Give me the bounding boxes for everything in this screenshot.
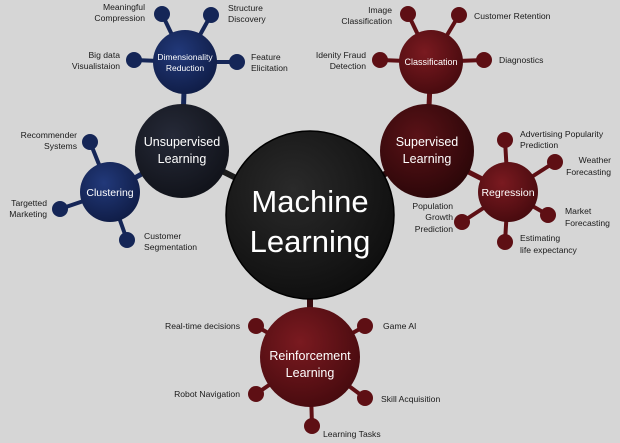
leaf-label: Discovery (228, 14, 266, 24)
leaf-label: Advertising Popularity (520, 129, 604, 139)
leaf-label: Meaningful (103, 2, 145, 12)
leaf-label: Big data (88, 50, 120, 60)
leaf-dot (540, 207, 556, 223)
hub-reinforcement-learning: Reinforcement Learning (260, 307, 360, 407)
leaf-dot (400, 6, 416, 22)
supervised-line1: Supervised (396, 135, 459, 149)
leaf-label: Market (565, 206, 592, 216)
leaf-label: Estimating (520, 233, 560, 243)
leaf-label: Forecasting (566, 167, 611, 177)
reinforcement-line1: Reinforcement (269, 349, 351, 363)
node-regression: Regression (478, 162, 538, 222)
leaf-label: Elicitation (251, 63, 288, 73)
leaf-dot (203, 7, 219, 23)
leaf-label: Growth (425, 212, 453, 222)
leaf-dot (357, 318, 373, 334)
leaf-dot (497, 234, 513, 250)
hub-machine-learning: Machine Learning (225, 130, 395, 300)
leaf-label: Real-time decisions (165, 321, 240, 331)
leaf-dot (229, 54, 245, 70)
leaf-label: Systems (44, 141, 77, 151)
leaf-dot (454, 214, 470, 230)
leaf-dot (248, 386, 264, 402)
leaf-dot (248, 318, 264, 334)
clustering-label: Clustering (86, 187, 133, 199)
regression-leaf-labels: Advertising Popularity Prediction Weathe… (412, 129, 611, 255)
node-clustering: Clustering (80, 162, 140, 222)
node-classification: Classification (399, 30, 463, 94)
reinforcement-leaves (248, 318, 373, 434)
classification-label: Classification (404, 57, 457, 67)
reinforcement-leaf-labels: Real-time decisions Game AI Robot Naviga… (165, 321, 440, 439)
leaf-label: Marketing (9, 209, 47, 219)
hub-unsupervised-learning: Unsupervised Learning (135, 104, 229, 198)
clustering-leaves (52, 134, 135, 248)
leaf-label: Compression (94, 13, 145, 23)
leaf-label: life expectancy (520, 245, 578, 255)
classification-leaves (372, 6, 492, 68)
leaf-label: Population (412, 201, 453, 211)
leaf-label: Weather (579, 155, 611, 165)
leaf-label: Forecasting (565, 218, 610, 228)
leaf-label: Segmentation (144, 242, 197, 252)
leaf-dot (154, 6, 170, 22)
leaf-label: Skill Acquisition (381, 394, 440, 404)
leaf-dot (357, 390, 373, 406)
leaf-label: Robot Navigation (174, 389, 240, 399)
leaf-dot (126, 52, 142, 68)
leaf-dot (52, 201, 68, 217)
dimensionality-leaves (126, 6, 245, 70)
regression-leaves (454, 132, 563, 250)
leaf-dot (119, 232, 135, 248)
leaf-label: Prediction (415, 224, 453, 234)
dimensionality-leaf-labels: Meaningful Compression Structure Discove… (72, 2, 288, 73)
leaf-dot (476, 52, 492, 68)
supervised-line2: Learning (403, 152, 452, 166)
dimensionality-line2: Reduction (166, 63, 205, 73)
unsupervised-line1: Unsupervised (144, 135, 220, 149)
leaf-label: Diagnostics (499, 55, 543, 65)
leaf-dot (372, 52, 388, 68)
leaf-dot (547, 154, 563, 170)
clustering-leaf-labels: Recommender Systems Targetted Marketing … (9, 130, 197, 252)
node-dimensionality-reduction: Dimensionality Reduction (153, 30, 217, 94)
leaf-label: Customer Retention (474, 11, 551, 21)
leaf-label: Learning Tasks (323, 429, 381, 439)
regression-label: Regression (481, 187, 534, 199)
reinforcement-line2: Learning (286, 366, 335, 380)
leaf-label: Customer (144, 231, 181, 241)
hub-title-line1: Machine (251, 184, 368, 219)
leaf-label: Structure (228, 3, 263, 13)
leaf-label: Detection (330, 61, 367, 71)
dimensionality-line1: Dimensionality (157, 52, 213, 62)
hub-supervised-learning: Supervised Learning (380, 104, 474, 198)
leaf-label: Targetted (11, 198, 47, 208)
unsupervised-line2: Learning (158, 152, 207, 166)
leaf-label: Prediction (520, 140, 558, 150)
leaf-label: Idenity Fraud (316, 50, 366, 60)
leaf-dot (304, 418, 320, 434)
leaf-label: Visualistaion (72, 61, 120, 71)
hub-title-line2: Learning (250, 224, 371, 259)
leaf-label: Image (368, 5, 392, 15)
leaf-dot (451, 7, 467, 23)
leaf-dot (497, 132, 513, 148)
leaf-label: Game AI (383, 321, 416, 331)
leaf-label: Classification (341, 16, 392, 26)
leaf-dot (82, 134, 98, 150)
leaf-label: Feature (251, 52, 281, 62)
leaf-label: Recommender (21, 130, 77, 140)
classification-leaf-labels: Image Classification Customer Retention … (316, 5, 551, 71)
